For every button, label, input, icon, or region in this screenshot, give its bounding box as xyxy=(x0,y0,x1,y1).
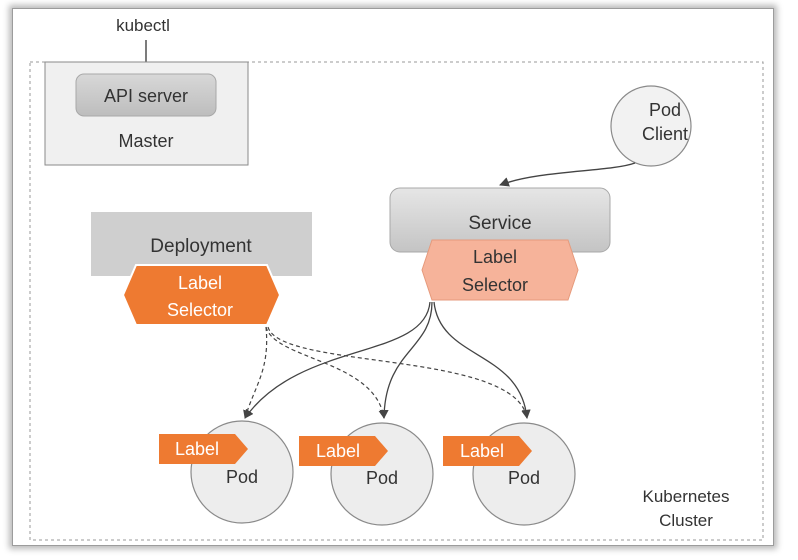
client-to-service-arrow xyxy=(499,162,636,187)
cluster-label-line2: Cluster xyxy=(659,511,713,530)
pod-label: Pod xyxy=(226,467,258,487)
pod-label: Pod xyxy=(366,468,398,488)
pod-label-tag-text: Label xyxy=(316,441,360,461)
service-label: Service xyxy=(468,213,531,234)
deployment-selector-line2: Selector xyxy=(167,300,233,320)
cluster-boundary xyxy=(29,61,764,541)
deployment-label-selector xyxy=(121,264,282,326)
pod-client-line1: Pod xyxy=(649,100,681,120)
service-to-pod3-arrow xyxy=(433,301,531,419)
service-to-pod2-arrow xyxy=(379,301,433,419)
kubectl-label: kubectl xyxy=(116,16,170,35)
pod-label: Pod xyxy=(508,468,540,488)
master-label: Master xyxy=(118,131,173,151)
pod-label-tag xyxy=(443,436,532,466)
deployment-selector-line1: Label xyxy=(178,273,222,293)
deployment-to-pod2-arrow xyxy=(265,326,387,419)
service-selector-line1: Label xyxy=(473,247,517,267)
pod-client-line2: Client xyxy=(642,124,688,144)
service-to-pod1-arrow xyxy=(244,301,431,419)
deployment-to-pod1-arrow xyxy=(243,326,268,419)
cluster-label-line1: Kubernetes xyxy=(643,487,730,506)
deployment-label: Deployment xyxy=(150,236,252,257)
pod-label-tag xyxy=(299,436,388,466)
service-label-selector xyxy=(421,239,579,301)
api-server-label: API server xyxy=(104,86,188,106)
pod-label-tag-text: Label xyxy=(460,441,504,461)
pod-label-tag xyxy=(159,434,248,464)
pod-client-circle xyxy=(610,85,692,167)
service-selector-line2: Selector xyxy=(462,275,528,295)
deployment-to-pod3-arrow xyxy=(267,326,530,419)
api-server-box xyxy=(75,73,217,117)
pod-label-tag-text: Label xyxy=(175,439,219,459)
